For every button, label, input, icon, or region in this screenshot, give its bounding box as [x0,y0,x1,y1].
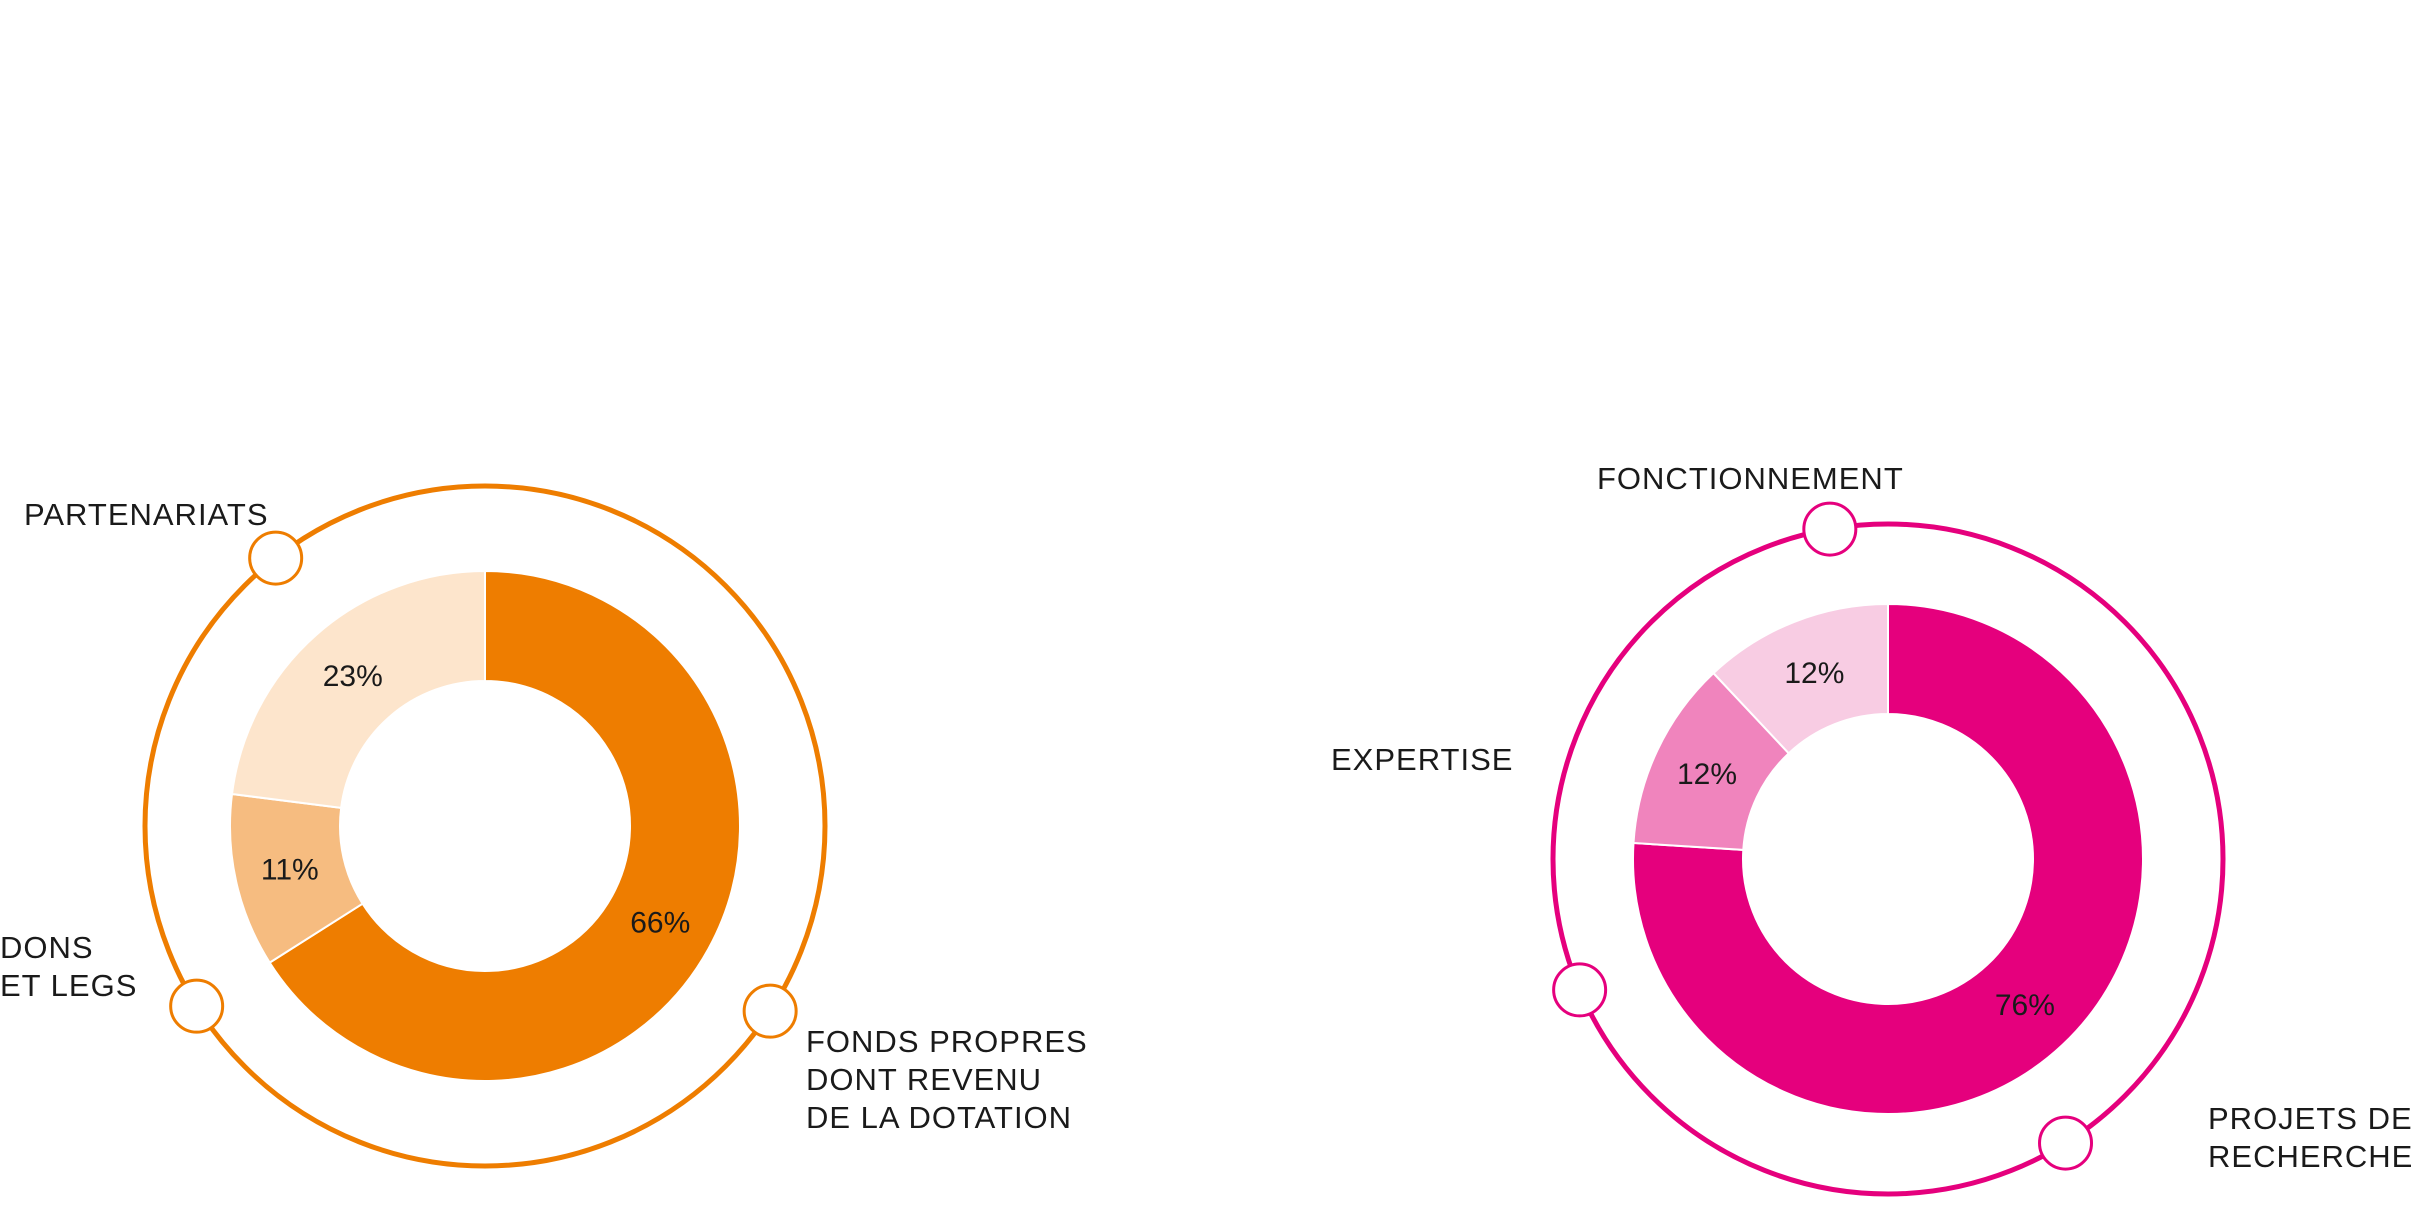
produits-title-underline [372,186,613,197]
label-fonds-propres: FONDS PROPRES DONT REVENU DE LA DOTATION [806,1024,1088,1135]
produits-title-box: REPARTITION DES PRODUITS 2017 [180,3,805,246]
chart-1-value-label-1: 12% [1677,758,1737,791]
chart-0-value-label-2: 23% [323,660,383,693]
chart-1-outer-ring [1550,521,2226,1197]
chart-1-marker-1 [1552,962,1608,1018]
chart-0-value-label-1: 11% [261,854,319,887]
label-projets-de-recherche: PROJETS DE RECHERCHE [2208,1101,2414,1174]
chart-1-slice-2 [1712,602,1889,755]
label-partenariats: PARTENARIATS [24,497,269,532]
chart-1-value-label-0: 76% [1995,989,2055,1022]
chart-0-marker-1 [169,978,225,1034]
charges-title-underline [1734,203,1975,214]
chart-0-slice-2 [230,569,486,809]
chart-0-marker-2 [248,530,304,586]
chart-1-marker-0 [2038,1115,2094,1171]
chart-1-slice-0 [1632,602,2144,1115]
chart-1-marker-2 [1802,501,1858,557]
label-expertise: EXPERTISE [1331,742,1514,777]
chart-0-value-label-0: 66% [630,906,690,939]
produits-title: REPARTITION DES PRODUITS 2017 [295,54,690,147]
chart-0-slice-0 [268,569,741,1082]
chart-0-marker-0 [742,983,798,1039]
chart-0-outer-ring [142,483,828,1169]
charges-title: REPARTITION DES CHARGES 2017 [1657,71,2052,164]
label-fonctionnement: FONCTIONNEMENT [1597,461,1904,496]
charges-title-box: REPARTITION DES CHARGES 2017 [1542,19,2167,264]
label-dons-et-legs: DONS ET LEGS [0,930,138,1003]
chart-1-value-label-2: 12% [1784,657,1844,690]
